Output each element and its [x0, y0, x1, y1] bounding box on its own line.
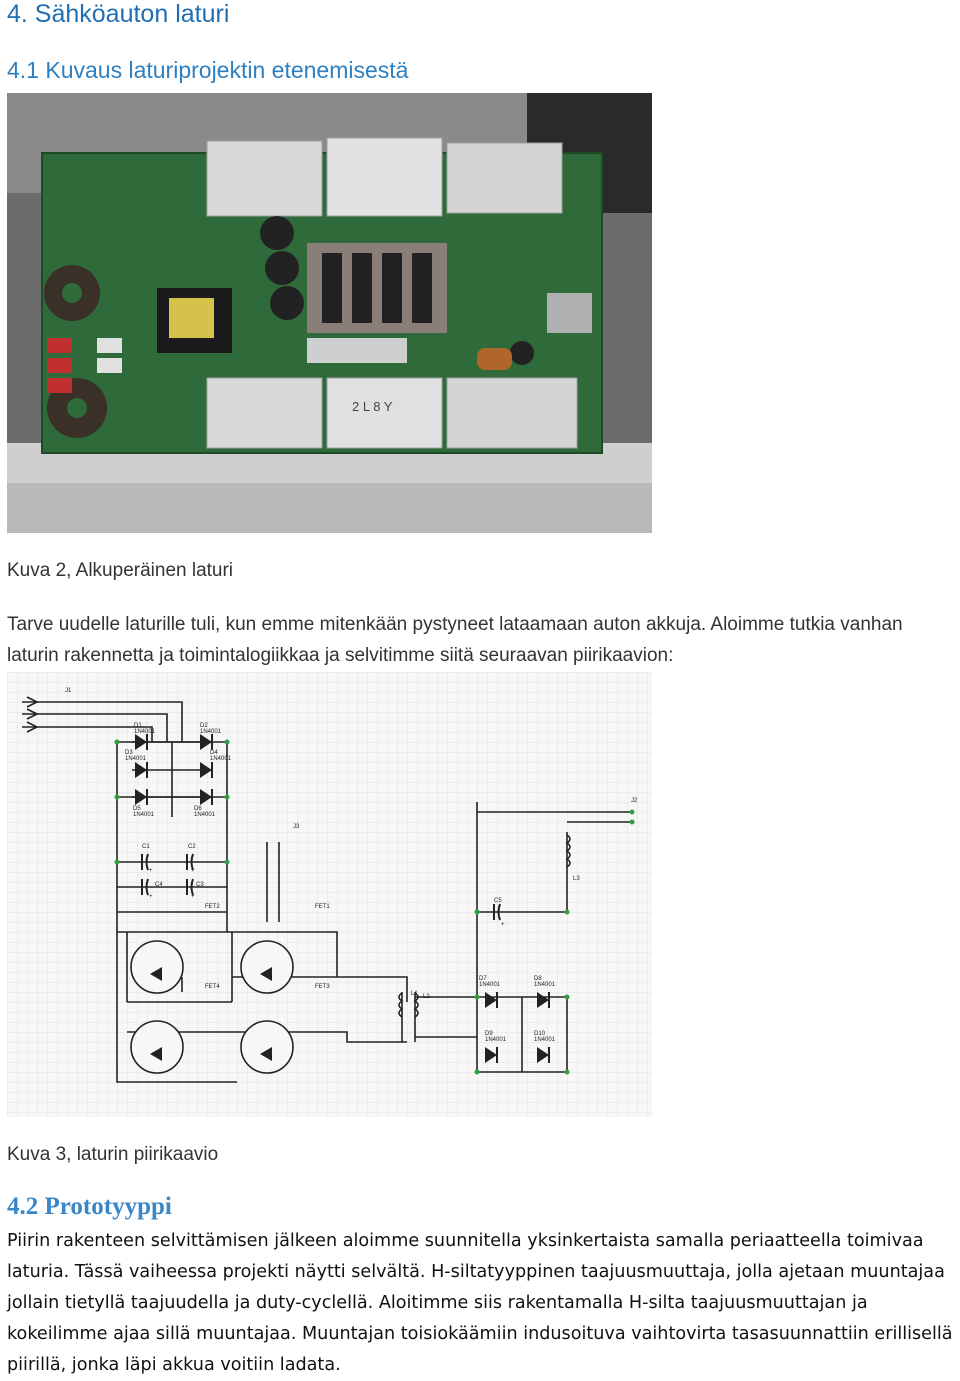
label-d6-part: 1N4001	[194, 812, 216, 818]
label-c1: C1	[142, 844, 150, 850]
section-heading: 4. Sähköauton laturi	[7, 0, 230, 28]
label-fet2: FET2	[205, 904, 220, 910]
label-c2: C2	[188, 844, 196, 850]
label-c5: C5	[494, 898, 502, 904]
circuit-schematic: J1 J2 J3 D1 1N4001 D2 1N4001 D3 1N4001 D…	[7, 672, 652, 1117]
prototype-heading: 4.2 Prototyyppi	[7, 1193, 172, 1220]
subsection-heading: 4.1 Kuvaus laturiprojektin etenemisestä	[7, 57, 409, 83]
label-d4: D4	[210, 750, 218, 756]
label-l3: L3	[573, 876, 580, 882]
label-d8: D8	[534, 976, 542, 982]
label-d10-part: 1N4001	[534, 1037, 556, 1043]
label-d4-part: 1N4001	[210, 756, 232, 762]
label-d7: D7	[479, 976, 487, 982]
label-j3: J3	[293, 824, 300, 830]
label-d1-part: 1N4001	[134, 729, 156, 735]
label-d3-part: 1N4001	[125, 756, 147, 762]
label-d9-part: 1N4001	[485, 1037, 507, 1043]
label-l1: L1	[411, 991, 418, 997]
photo-caption: Kuva 2, Alkuperäinen laturi	[7, 560, 234, 581]
label-d9: D9	[485, 1031, 493, 1037]
label-fet3: FET3	[315, 984, 330, 990]
label-c2-plus: +	[191, 868, 195, 874]
label-d6: D6	[194, 806, 202, 812]
label-d5-part: 1N4001	[133, 812, 155, 818]
label-c4-plus: +	[149, 894, 153, 900]
label-d2-part: 1N4001	[200, 729, 222, 735]
label-c3: C3	[196, 882, 204, 888]
label-l2: L2	[423, 994, 430, 1000]
label-j2: J2	[631, 798, 638, 804]
label-fet1: FET1	[315, 904, 330, 910]
label-fet4: FET4	[205, 984, 220, 990]
label-d1: D1	[134, 723, 142, 729]
heatsink-marking: 2 L 8 Y	[352, 399, 393, 414]
charger-photo: 2 L 8 Y	[7, 93, 652, 533]
schematic-caption: Kuva 3, laturin piirikaavio	[7, 1144, 219, 1165]
label-d8-part: 1N4001	[534, 982, 556, 988]
label-d2: D2	[200, 723, 208, 729]
label-d3: D3	[125, 750, 133, 756]
prototype-paragraph: Piirin rakenteen selvittämisen jälkeen a…	[7, 1231, 953, 1375]
label-d5: D5	[133, 806, 141, 812]
label-c3-plus: +	[191, 894, 195, 900]
intro-paragraph: Tarve uudelle laturille tuli, kun emme m…	[7, 614, 903, 666]
label-c5-plus: +	[501, 922, 505, 928]
label-d7-part: 1N4001	[479, 982, 501, 988]
label-j1: J1	[65, 688, 72, 694]
label-c4: C4	[155, 882, 163, 888]
label-c1-plus: +	[149, 868, 153, 874]
label-d10: D10	[534, 1031, 546, 1037]
